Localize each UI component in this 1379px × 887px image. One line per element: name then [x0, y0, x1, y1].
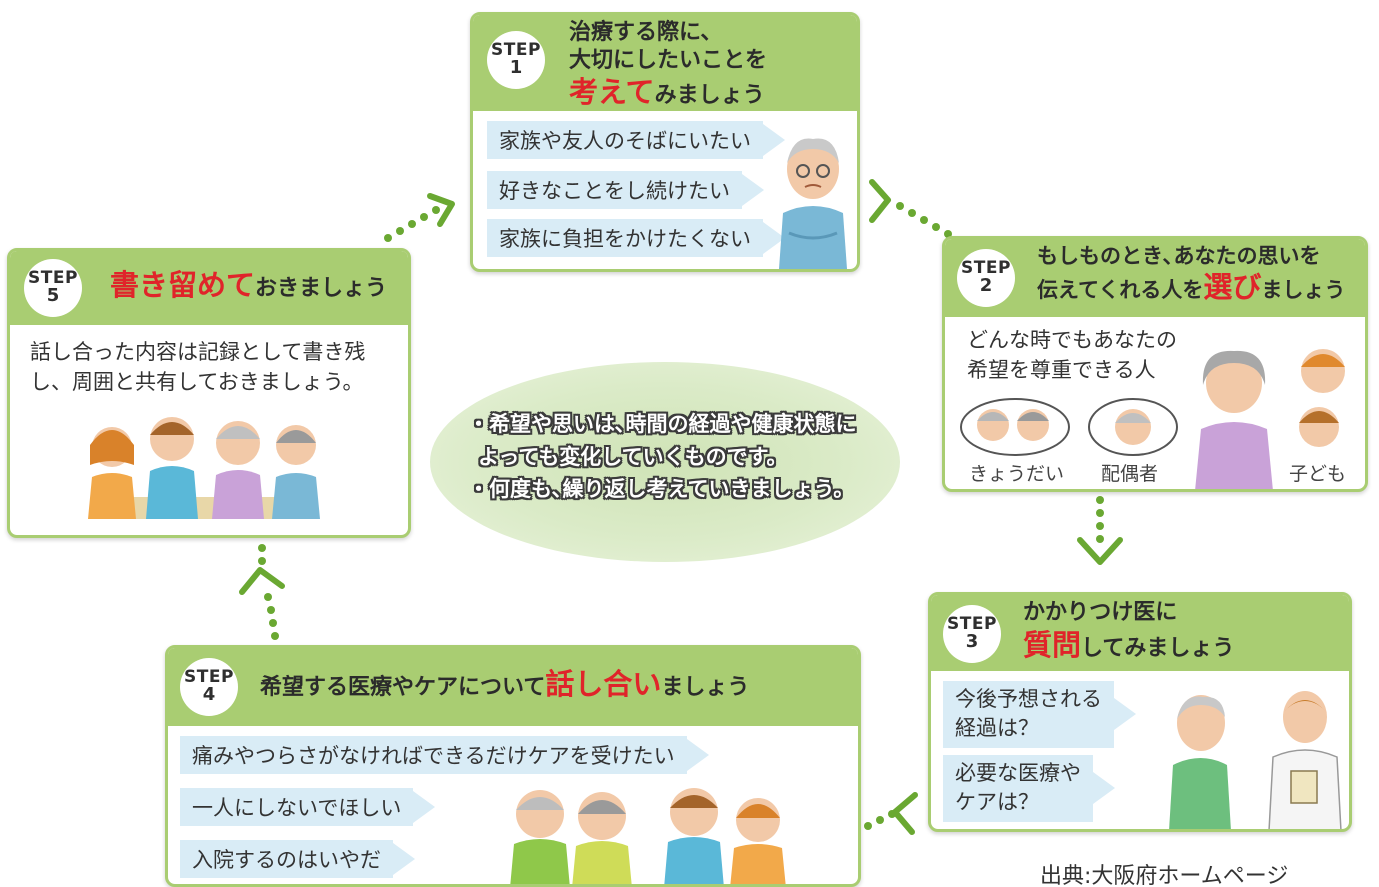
step3-title: かかりつけ医に 質問してみましょう [1023, 599, 1234, 663]
step1-title-highlight: 考えて [569, 75, 655, 109]
step2-badge: STEP 2 [957, 249, 1015, 307]
step5-badge: STEP 5 [24, 259, 82, 317]
step5-title-highlight: 書き留めて [110, 268, 256, 302]
step1-bubble-3: 家族に負担をかけたくない [487, 219, 763, 257]
children-thought-bubble [1299, 349, 1345, 447]
step2-description-line1: どんな時でもあなたの [967, 328, 1177, 352]
sibling-label: きょうだい [969, 463, 1065, 485]
step5-badge-label: STEP [28, 267, 78, 288]
step5-description-line2: し、周囲と共有しておきましょう。 [30, 370, 364, 395]
step3-header: STEP 3 かかりつけ医に 質問してみましょう [931, 595, 1349, 671]
step4-card: STEP 4 希望する医療やケアについて話し合いましょう 痛みやつらさがなければ… [165, 645, 861, 887]
step3-card: STEP 3 かかりつけ医に 質問してみましょう 今後予想される 経過は？ 必要… [928, 592, 1352, 832]
step3-bubble-1-line1: 今後予想される [955, 687, 1102, 711]
spouse-label: 配偶者 [1101, 463, 1159, 485]
center-message-line3: ・何度も､繰り返し考えていきましょう。 [468, 477, 855, 502]
step2-header: STEP 2 もしものとき､あなたの思いを 伝えてくれる人を選びましょう [945, 239, 1365, 317]
step5-title-rest: おきましょう [255, 276, 388, 301]
family-meeting-illustration [88, 417, 320, 519]
arrow-step2-to-step3 [1096, 496, 1104, 543]
step1-title-line2: 大切にしたいことを [569, 47, 768, 73]
step4-bubble-2: 一人にしないでほしい [180, 788, 414, 826]
family-group-illustration [510, 788, 786, 884]
arrow-step3-to-step4 [864, 810, 896, 830]
step5-header: STEP 5 書き留めておきましょう [10, 251, 408, 325]
arrow-step5-to-step1 [384, 206, 440, 242]
arrowhead-step5 [239, 567, 285, 595]
step3-bubble-1: 今後予想される 経過は？ [943, 681, 1114, 748]
step2-title-rest: ましょう [1261, 278, 1346, 303]
siblings-thought-bubble [960, 398, 1070, 456]
step5-card: STEP 5 書き留めておきましょう 話し合った内容は記録として書き残 し、周囲… [7, 248, 411, 538]
step2-title-pre: 伝えてくれる人を [1037, 278, 1204, 303]
step4-header: STEP 4 希望する医療やケアについて話し合いましょう [168, 648, 858, 726]
doctor-illustration [1268, 691, 1342, 829]
children-label: 子ども [1289, 463, 1347, 485]
step2-badge-label: STEP [961, 257, 1011, 278]
step4-badge-num: 4 [202, 684, 216, 706]
step2-badge-num: 2 [979, 275, 993, 297]
step2-title-line1: もしものとき､あなたの思いを [1037, 244, 1321, 268]
step3-bubble-2-line1: 必要な医療や [955, 761, 1081, 785]
step1-title: 治療する際に、 大切にしたいことを 考えてみましょう [569, 19, 767, 110]
center-message-oval [430, 362, 900, 562]
step3-bubble-2: 必要な医療や ケアは？ [943, 755, 1093, 822]
patient-illustration [1169, 695, 1231, 829]
step4-title: 希望する医療やケアについて話し合いましょう [260, 666, 749, 702]
elderly-man-illustration [779, 138, 847, 269]
arrowhead-step3 [1077, 537, 1123, 565]
step3-badge-num: 3 [965, 631, 979, 653]
step5-title: 書き留めておきましょう [110, 267, 387, 303]
step1-header: STEP 1 治療する際に、 大切にしたいことを 考えてみましょう [473, 15, 857, 111]
step3-title-line1: かかりつけ医に [1023, 600, 1178, 625]
step2-description: どんな時でもあなたの 希望を尊重できる人 [967, 325, 1177, 386]
step4-title-rest: ましょう [661, 675, 750, 700]
step3-title-rest: してみましょう [1081, 635, 1235, 661]
arrow-step4-to-step5 [258, 544, 279, 640]
step1-bubble-1: 家族や友人のそばにいたい [487, 121, 763, 159]
step4-title-pre: 希望する医療やケアについて [260, 675, 546, 700]
step5-description: 話し合った内容は記録として書き残 し、周囲と共有しておきましょう。 [30, 337, 365, 398]
step2-description-line2: 希望を尊重できる人 [967, 358, 1156, 383]
arrowhead-step1 [427, 193, 455, 227]
source-credit: 出典:大阪府ホームページ [1040, 864, 1289, 887]
center-message-line2: よっても変化していくものです。 [478, 444, 788, 469]
step2-title: もしものとき､あなたの思いを 伝えてくれる人を選びましょう [1037, 243, 1345, 306]
step3-badge: STEP 3 [943, 605, 1001, 663]
step1-badge-num: 1 [509, 57, 523, 79]
center-message: ・希望や思いは､時間の経過や健康状態に よっても変化していくものです。 ・何度も… [468, 408, 857, 506]
step4-title-highlight: 話し合い [545, 667, 662, 701]
step5-description-line1: 話し合った内容は記録として書き残 [30, 340, 366, 364]
step3-bubble-1-line2: 経過は？ [955, 716, 1039, 741]
arrowhead-step2 [869, 179, 891, 223]
step4-bubble-1: 痛みやつらさがなければできるだけケアを受けたい [180, 736, 687, 774]
step4-badge: STEP 4 [180, 658, 238, 716]
step1-bubble-2: 好きなことをし続けたい [487, 171, 742, 209]
step3-title-highlight: 質問 [1023, 627, 1082, 662]
arrow-step1-to-step2 [896, 202, 952, 238]
step1-badge: STEP 1 [487, 31, 545, 89]
step2-title-highlight: 選び [1203, 270, 1262, 305]
spouse-thought-bubble [1088, 398, 1178, 456]
step3-bubble-2-line2: ケアは？ [955, 790, 1039, 815]
center-message-line1: ・希望や思いは､時間の経過や健康状態に [468, 412, 857, 436]
step2-card: STEP 2 もしものとき､あなたの思いを 伝えてくれる人を選びましょう どんな… [942, 236, 1368, 492]
step1-card: STEP 1 治療する際に、 大切にしたいことを 考えてみましょう 家族や友人の… [470, 12, 860, 272]
step4-badge-label: STEP [184, 666, 234, 687]
step1-badge-label: STEP [491, 39, 541, 60]
arrowhead-step4 [892, 792, 918, 835]
step1-title-rest: みましょう [654, 83, 765, 108]
step3-badge-label: STEP [947, 613, 997, 634]
step1-title-line1: 治療する際に、 [569, 20, 723, 45]
elderly-woman-illustration [1195, 350, 1273, 489]
step5-badge-num: 5 [46, 285, 60, 307]
step4-bubble-3: 入院するのはいやだ [180, 840, 393, 878]
